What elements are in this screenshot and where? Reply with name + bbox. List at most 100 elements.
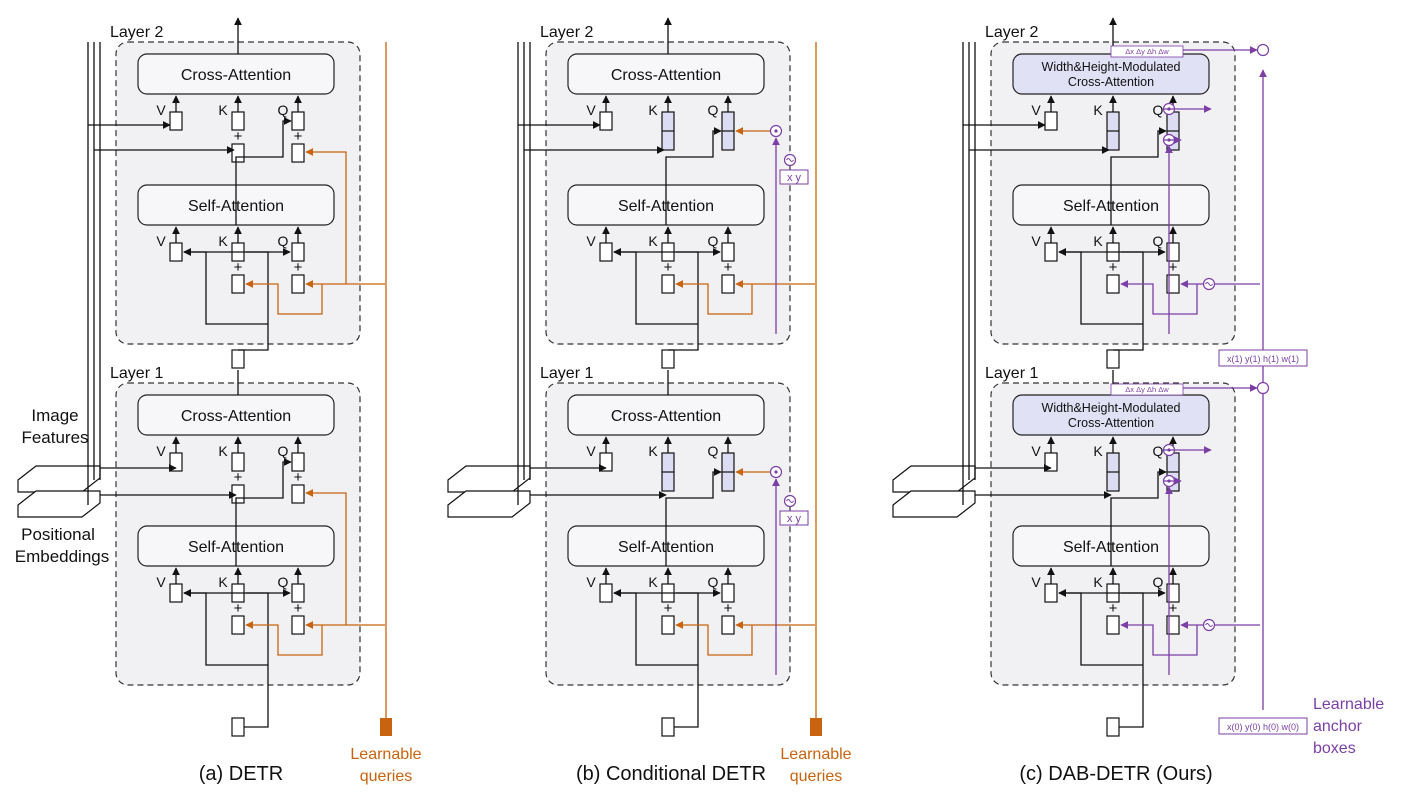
positional-embeddings-label: Embeddings xyxy=(15,547,110,566)
query-position-arrow xyxy=(245,280,323,315)
delta-coord-label: Δx Δy Δh Δw xyxy=(1125,47,1169,56)
pos-key-token xyxy=(231,615,245,635)
learnable-queries-token xyxy=(810,718,822,736)
cross-attention-block xyxy=(137,53,335,95)
plus-sign: + xyxy=(234,600,243,617)
v-label: V xyxy=(156,102,166,118)
pos-query-token xyxy=(721,274,735,294)
anchor-coord-box xyxy=(1218,349,1308,367)
value-token xyxy=(599,111,613,131)
sine-wave xyxy=(1205,623,1213,627)
cross-attention-block xyxy=(137,394,335,436)
plus-sign: + xyxy=(724,600,733,617)
query-position-arrow xyxy=(245,621,323,656)
anchor-coord-label: x(0) y(0) h(0) w(0) xyxy=(1227,722,1299,732)
key-token xyxy=(231,111,245,131)
anchor-boxes-label: Learnable xyxy=(1313,696,1384,713)
value-token xyxy=(1044,111,1058,131)
plus-sign: + xyxy=(724,259,733,276)
value-token xyxy=(169,242,183,262)
block-title: Cross-Attention xyxy=(1068,75,1154,89)
connector-line xyxy=(674,670,699,728)
learnable-queries-label: Learnable xyxy=(350,746,421,763)
v-label: V xyxy=(156,574,166,590)
intermediate-token xyxy=(231,349,245,369)
plus-sign: + xyxy=(234,128,243,145)
query-token xyxy=(1166,242,1180,262)
anchor-coord-box xyxy=(1218,717,1308,735)
query-position-arrow xyxy=(675,280,753,315)
connector-line xyxy=(1110,468,1167,566)
connector-line xyxy=(665,127,722,225)
pos-query-token xyxy=(291,615,305,635)
cross-attention-block xyxy=(567,394,765,436)
learnable-queries-label: Learnable xyxy=(780,746,851,763)
plus-sign: + xyxy=(294,128,303,145)
connector-line xyxy=(235,117,292,225)
plus-sign: + xyxy=(664,259,673,276)
k-label: K xyxy=(648,233,658,249)
query-token xyxy=(721,242,735,262)
q-label: Q xyxy=(708,233,719,249)
q-label: Q xyxy=(1153,443,1164,459)
pos-key-token xyxy=(661,615,675,635)
pos-query-token xyxy=(291,484,305,504)
q-label: Q xyxy=(1153,233,1164,249)
q-label: Q xyxy=(278,102,289,118)
plus-sign: + xyxy=(1169,600,1178,617)
pos-query-token xyxy=(291,274,305,294)
plus-sign: + xyxy=(1169,259,1178,276)
query-token xyxy=(291,242,305,262)
input-query-token xyxy=(1106,717,1120,737)
pos-query-token xyxy=(1166,274,1180,294)
value-token xyxy=(599,242,613,262)
cross-attention-block xyxy=(567,53,765,95)
v-label: V xyxy=(1031,233,1041,249)
q-label: Q xyxy=(278,443,289,459)
connector-line xyxy=(244,670,269,728)
connector-line xyxy=(183,248,268,325)
query-token xyxy=(291,111,305,131)
block-title: Cross-Attention xyxy=(181,67,291,84)
sine-wave xyxy=(786,158,794,162)
k-label: K xyxy=(1093,574,1103,590)
pos-key-token xyxy=(1106,615,1120,635)
plus-sign: + xyxy=(294,259,303,276)
block-title: Width&Height-Modulated xyxy=(1042,60,1181,74)
image-features-label: Features xyxy=(21,428,88,447)
sine-wave xyxy=(786,499,794,503)
k-label: K xyxy=(1093,443,1103,459)
plus-sign: + xyxy=(294,469,303,486)
layer-label: Layer 1 xyxy=(110,365,163,382)
block-title: Cross-Attention xyxy=(611,67,721,84)
panel-caption: (c) DAB-DETR (Ours) xyxy=(1019,763,1212,785)
value-token xyxy=(1044,583,1058,603)
panel-dab: Layer 2Width&Height-ModulatedCross-Atten… xyxy=(892,17,1384,785)
delta-coord-label: Δx Δy Δh Δw xyxy=(1125,385,1169,394)
layer-label: Layer 2 xyxy=(540,24,593,41)
query-position-arrow xyxy=(305,489,347,625)
value-token xyxy=(1044,242,1058,262)
plus-sign: + xyxy=(234,469,243,486)
positional-embeddings-icon xyxy=(447,490,531,518)
pos-key-token xyxy=(231,274,245,294)
plus-sign: + xyxy=(1109,259,1118,276)
connector-line xyxy=(1110,127,1167,225)
layer-label: Layer 2 xyxy=(985,24,1038,41)
q-label: Q xyxy=(278,574,289,590)
query-position-arrow xyxy=(1120,621,1198,656)
plus-sign: + xyxy=(294,600,303,617)
xy-coord-box xyxy=(779,169,809,185)
block-title: Cross-Attention xyxy=(1068,416,1154,430)
pos-key-token xyxy=(231,484,245,504)
positional-embeddings-icon xyxy=(892,490,976,518)
q-label: Q xyxy=(278,233,289,249)
connector-line xyxy=(235,458,292,566)
q-label: Q xyxy=(708,102,719,118)
connector-line xyxy=(613,248,698,325)
v-label: V xyxy=(156,443,166,459)
k-label: K xyxy=(218,102,228,118)
v-label: V xyxy=(586,443,596,459)
